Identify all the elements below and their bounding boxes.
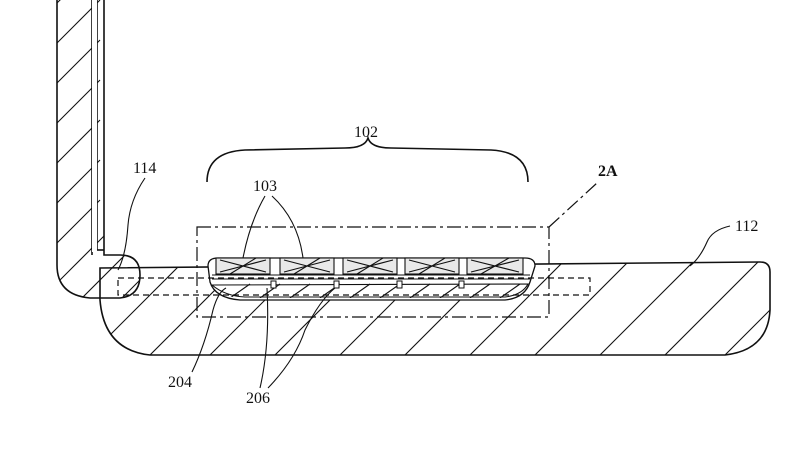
label-114: 114 — [133, 160, 156, 177]
leader-lines — [117, 177, 731, 389]
label-102: 102 — [354, 124, 378, 141]
label-112: 112 — [735, 218, 758, 235]
switch-marks — [270, 280, 465, 289]
key-1 — [215, 257, 271, 275]
key-5 — [466, 257, 524, 275]
brace-102 — [206, 135, 529, 183]
key-4 — [404, 257, 460, 275]
key-2 — [279, 257, 335, 275]
detail-box-2a — [196, 182, 598, 318]
label-206: 206 — [246, 390, 270, 407]
keyboard-assembly — [210, 257, 530, 298]
dashed-region — [117, 277, 591, 296]
lid-housing — [56, 0, 141, 299]
label-2a: 2A — [598, 163, 618, 180]
key-3 — [342, 257, 398, 275]
label-103: 103 — [253, 178, 277, 195]
label-204: 204 — [168, 374, 192, 391]
